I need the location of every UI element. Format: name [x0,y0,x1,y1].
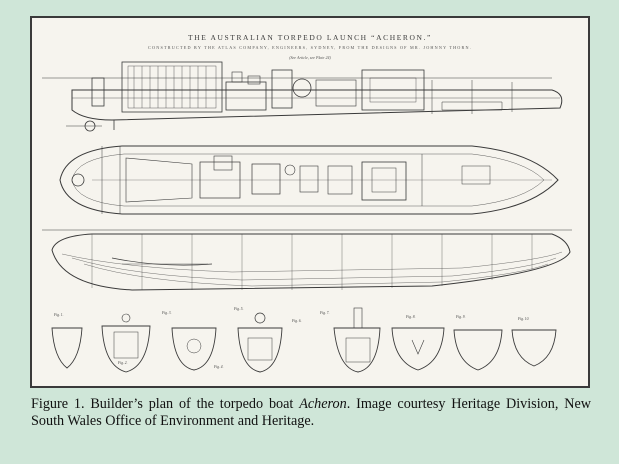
fig-label: Fig. 1. [53,313,64,317]
fig-label: Fig. 7. [319,311,330,315]
caption-boat-name: Acheron [299,396,347,412]
fig-label: Fig. 8. [405,315,416,319]
fig-label: Fig. 2. [117,361,128,365]
plate-subtitle: CONSTRUCTED BY THE ATLAS COMPANY, ENGINE… [148,45,472,51]
plate-scale-note: (See Article, see Plate 24) [289,55,331,61]
caption-suffix: . Image courtesy Heritage Division, New … [31,396,591,429]
fig-label: Fig. 9. [455,315,466,319]
fig-label: Fig. 4. [213,365,224,369]
fig-label: Fig. 6. [291,319,302,323]
plate-title: THE AUSTRALIAN TORPEDO LAUNCH “ACHERON.” [188,33,432,42]
fig-label: Fig. 3. [161,311,172,315]
caption-prefix: Figure 1. Builder’s plan of the torpedo … [31,396,300,412]
figure-labels: Fig. 1. Fig. 2. Fig. 3. Fig. 4. Fig. 5. … [53,307,529,369]
fig-label: Fig. 5. [233,307,244,311]
builders-plan-figure: THE AUSTRALIAN TORPEDO LAUNCH “ACHERON.”… [30,16,590,388]
fig-label: Fig. 10. [517,317,529,321]
hull-lines-plan [42,229,572,291]
builders-plan-drawing: THE AUSTRALIAN TORPEDO LAUNCH “ACHERON.”… [42,33,572,373]
deck-plan [59,145,559,215]
cross-sections [51,307,557,373]
figure-caption: Figure 1. Builder’s plan of the torpedo … [31,396,591,430]
profile-elevation [42,61,563,132]
